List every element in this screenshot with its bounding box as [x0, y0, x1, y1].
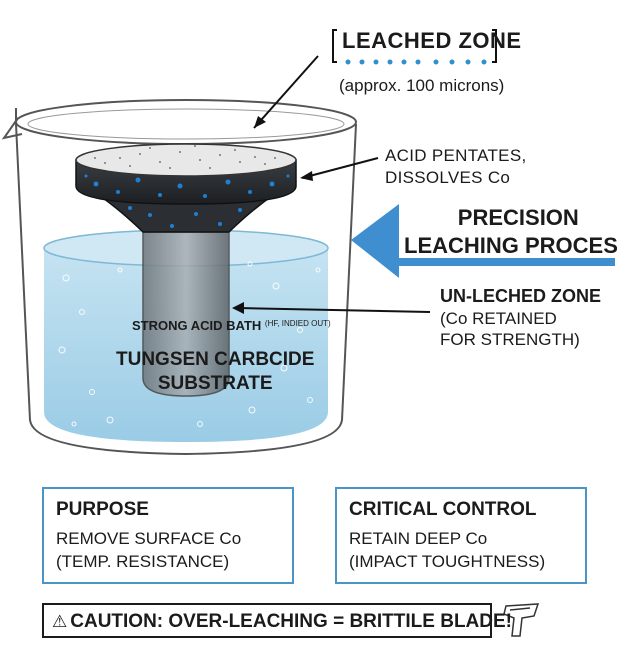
beaker-wall	[15, 108, 357, 456]
bath-bubbles	[58, 261, 321, 427]
acid-arrow	[301, 157, 379, 179]
unleached-arrow	[237, 307, 431, 313]
beaker-rim	[15, 99, 357, 145]
broken-blade-icon	[503, 603, 540, 637]
caution-text: CAUTION: OVER-LEACHING = BRITTILE BLADE!	[70, 611, 512, 632]
substrate-line-2: SUBSTRATE	[157, 373, 273, 394]
leached-surface	[75, 143, 297, 177]
purpose-card: PURPOSE REMOVE SURFACE Co (TEMP. RESISTA…	[42, 487, 294, 584]
process-title: PRECISION LEACHING PROCESS	[404, 204, 617, 260]
leached-zone-title: LEACHED ZONE	[342, 28, 522, 53]
process-arrow	[351, 204, 615, 278]
acid-label-line-1: ACID PENTATES,	[385, 146, 527, 165]
control-line-2: (IMPACT TOUGHTNESS)	[349, 552, 546, 571]
purpose-line-2: (TEMP. RESISTANCE)	[56, 552, 230, 571]
bath-note: (HF, INDIED OUT)	[264, 319, 331, 328]
substrate-line-1: TUNGSEN CARBCIDE	[116, 349, 315, 370]
critical-control-card: CRITICAL CONTROL RETAIN DEEP Co (IMPACT …	[335, 487, 587, 584]
substrate-stem	[142, 231, 230, 397]
unleached-line-1: (Co RETAINED	[440, 309, 557, 328]
bath-label-text: STRONG ACID BATH	[132, 318, 262, 333]
unleached-body: (Co RETAINED FOR STRENGTH)	[440, 308, 580, 350]
surface-speckles	[94, 145, 276, 169]
bath-label: STRONG ACID BATH (HF, INDIED OUT)	[132, 318, 331, 333]
process-title-line-1: PRECISION	[457, 205, 579, 230]
control-title: CRITICAL CONTROL	[349, 499, 537, 520]
leached-zone-bracket	[332, 29, 497, 63]
control-line-1: RETAIN DEEP Co	[349, 529, 488, 548]
unleached-line-2: FOR STRENGTH)	[440, 330, 580, 349]
purpose-title: PURPOSE	[56, 499, 149, 520]
warning-triangle-icon: ⚠	[52, 612, 68, 631]
leached-zone-arrow	[253, 55, 319, 129]
unleached-title: UN-LECHED ZONE	[440, 286, 601, 306]
process-title-line-2: LEACHING PROCESS	[404, 233, 617, 258]
caution-banner: ⚠CAUTION: OVER-LEACHING = BRITTILE BLADE…	[42, 603, 512, 638]
leached-zone-subtitle: (approx. 100 microns)	[339, 76, 505, 95]
acid-label: ACID PENTATES, DISSOLVES Co	[385, 145, 526, 189]
leached-zone-dots	[345, 59, 487, 65]
acid-label-line-2: DISSOLVES Co	[385, 168, 511, 187]
purpose-line-1: REMOVE SURFACE Co	[56, 529, 242, 548]
substrate-label: TUNGSEN CARBCIDE SUBSTRATE	[116, 348, 314, 396]
cobalt-bubbles	[84, 174, 290, 228]
